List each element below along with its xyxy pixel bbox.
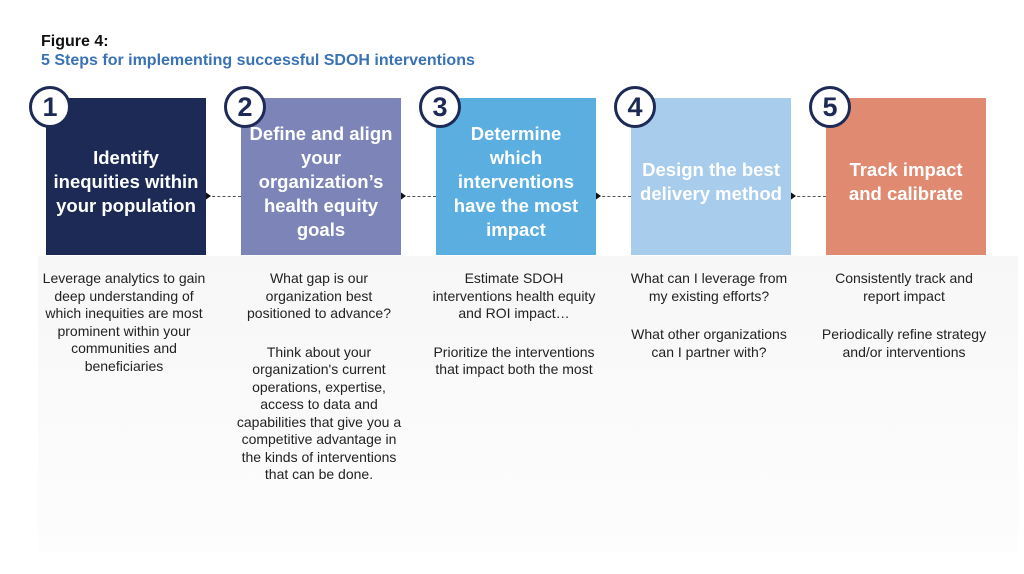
step-title: Identify inequities within your populati… — [53, 146, 199, 216]
step-title: Design the best delivery method — [640, 158, 782, 204]
step-text: What can I leverage from my existing eff… — [630, 270, 788, 304]
step-number-badge: 3 — [419, 86, 461, 128]
step-1: Identify inequities within your populati… — [29, 86, 238, 554]
step-5: Track impact and calibrate 5 Consistentl… — [809, 86, 1018, 554]
step-background — [38, 256, 238, 552]
step-description: What can I leverage from my existing eff… — [623, 270, 795, 382]
step-background — [818, 256, 1018, 552]
step-description: What gap is our organization best positi… — [233, 270, 405, 505]
step-background — [233, 256, 433, 552]
connector-arrowhead — [204, 191, 211, 201]
step-title: Track impact and calibrate — [848, 158, 964, 204]
step-number-badge: 2 — [224, 86, 266, 128]
step-4: Design the best delivery method 4 What c… — [614, 86, 823, 554]
step-title-box: Design the best delivery method — [631, 98, 791, 255]
step-title: Define and align your organization’s hea… — [249, 122, 393, 240]
step-title-box: Determine which interventions have the m… — [436, 98, 596, 255]
step-2: Define and align your organization’s hea… — [224, 86, 433, 554]
figure-title: 5 Steps for implementing successful SDOH… — [41, 52, 475, 69]
step-description: Consistently track and report impact Per… — [818, 270, 990, 382]
step-description: Leverage analytics to gain deep understa… — [38, 270, 210, 396]
figure-label: Figure 4: — [41, 33, 109, 50]
step-background — [623, 256, 823, 552]
step-number-badge: 4 — [614, 86, 656, 128]
step-text: Periodically refine strategy and/or inte… — [821, 326, 987, 360]
step-text: Consistently track and report impact — [835, 270, 973, 304]
step-text: What gap is our organization best positi… — [247, 270, 391, 321]
connector-3-4 — [597, 196, 631, 197]
step-title-box: Define and align your organization’s hea… — [241, 98, 401, 255]
step-number-badge: 5 — [809, 86, 851, 128]
connector-arrowhead — [399, 191, 406, 201]
connector-4-5 — [792, 196, 826, 197]
step-description: Estimate SDOH interventions health equit… — [428, 270, 600, 400]
connector-arrowhead — [594, 191, 601, 201]
connector-1-2 — [207, 196, 241, 197]
connector-arrowhead — [789, 191, 796, 201]
step-text: Estimate SDOH interventions health equit… — [432, 270, 596, 321]
step-3: Determine which interventions have the m… — [419, 86, 628, 554]
step-text: Think about your organization's current … — [236, 343, 402, 483]
step-text: Prioritize the interventions that impact… — [433, 343, 595, 378]
step-title: Determine which interventions have the m… — [453, 122, 579, 240]
step-background — [428, 256, 628, 552]
step-text: Leverage analytics to gain deep understa… — [42, 270, 206, 374]
step-title-box: Track impact and calibrate — [826, 98, 986, 255]
connector-2-3 — [402, 196, 436, 197]
step-text: What other organizations can I partner w… — [631, 326, 787, 360]
step-number-badge: 1 — [29, 86, 71, 128]
step-title-box: Identify inequities within your populati… — [46, 98, 206, 255]
